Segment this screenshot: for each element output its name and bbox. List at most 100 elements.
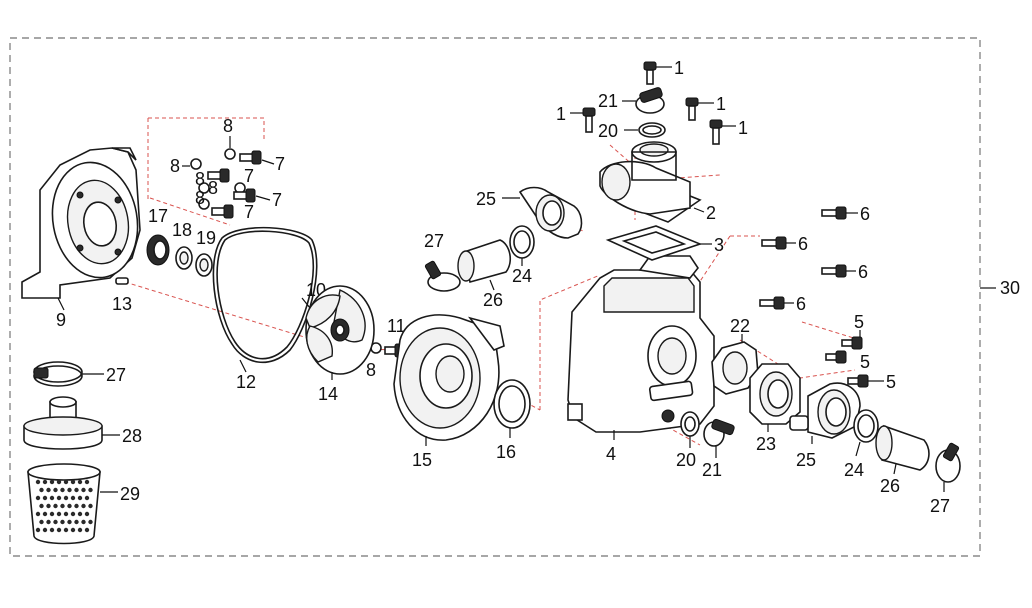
callout-13: 13: [112, 294, 132, 314]
strainer-hole: [46, 487, 51, 493]
strainer-hole: [67, 487, 72, 493]
drain-plug-part-21-top: [635, 87, 665, 114]
strainer-hole: [46, 519, 51, 525]
coupling-nut-part-25-top: [518, 186, 583, 239]
strainer-hole: [39, 503, 44, 509]
o-ring-part-12: [212, 226, 318, 364]
strainer-hole: [60, 503, 65, 509]
strainer-hole: [42, 527, 48, 533]
strainer-hole: [49, 527, 55, 533]
seal-ring-part-24-top: [509, 225, 535, 259]
callout-2: 2: [706, 203, 716, 223]
strainer-basket-part-29: [27, 463, 101, 545]
strainer-adapter-part-28: [23, 396, 103, 450]
strainer-hole: [77, 511, 83, 517]
strainer-hole: [77, 479, 83, 485]
callout-12: 12: [236, 372, 256, 392]
strainer-hole: [63, 511, 69, 517]
pin-part-13: [115, 277, 129, 285]
bolt-washer-group-7-8: [190, 148, 405, 358]
pump-housing-part-4: [567, 255, 715, 433]
callout-8d: 8: [208, 178, 218, 198]
strainer-hole: [42, 511, 48, 517]
strainer-hole: [84, 495, 90, 501]
strainer-hole: [84, 527, 90, 533]
strainer-hole: [49, 511, 55, 517]
strainer-hole: [63, 495, 69, 501]
flange-gasket-part-22: [711, 341, 759, 395]
callout-8c: 8: [195, 169, 205, 189]
callout-23: 23: [756, 434, 776, 454]
callout-30: 30: [1000, 278, 1020, 298]
callout-8a: 8: [223, 116, 233, 136]
strainer-hole: [56, 495, 62, 501]
callout-22: 22: [730, 316, 750, 336]
callout-9: 9: [56, 310, 66, 330]
callout-1b: 1: [556, 104, 566, 124]
callout-19: 19: [196, 228, 216, 248]
strainer-hole: [53, 519, 58, 525]
callout-5a: 5: [854, 312, 864, 332]
callout-8f: 8: [366, 360, 376, 380]
callout-21b: 21: [702, 460, 722, 480]
callout-6b: 6: [798, 234, 808, 254]
callout-28: 28: [122, 426, 142, 446]
strainer-hole: [88, 487, 93, 493]
strainer-hole: [88, 503, 93, 509]
callout-11: 11: [387, 316, 406, 336]
strainer-hole: [35, 495, 41, 501]
o-ring-part-20-bottom: [680, 411, 700, 437]
strainer-hole: [49, 495, 55, 501]
strainer-hole: [74, 487, 79, 493]
callout-1d: 1: [738, 118, 748, 138]
callout-14: 14: [318, 384, 338, 404]
strainer-hole: [70, 495, 76, 501]
coupling-nut-part-25-bottom: [789, 382, 861, 439]
callout-15: 15: [412, 450, 432, 470]
strainer-hole: [53, 487, 58, 493]
discharge-elbow-part-2: [599, 141, 702, 223]
strainer-hole: [56, 527, 62, 533]
callout-8b: 8: [170, 156, 180, 176]
strainer-hole: [70, 511, 76, 517]
strainer-hole: [53, 503, 58, 509]
callout-6c: 6: [858, 262, 868, 282]
strainer-hole: [77, 527, 83, 533]
assembly-frame: [9, 37, 981, 557]
callout-26a: 26: [483, 290, 503, 310]
callout-7d: 7: [244, 202, 254, 222]
strainer-hole: [60, 519, 65, 525]
strainer-hole: [42, 495, 48, 501]
callout-20a: 20: [598, 121, 618, 141]
callout-27a: 27: [424, 231, 444, 251]
hose-clamp-part-27-bottom: [935, 442, 961, 483]
callout-26b: 26: [880, 476, 900, 496]
callout-16: 16: [496, 442, 516, 462]
flange-part-23: [749, 363, 801, 425]
strainer-hole: [35, 511, 41, 517]
callout-7b: 7: [244, 166, 254, 186]
strainer-hole: [60, 487, 65, 493]
callout-21a: 21: [598, 91, 618, 111]
strainer-hole: [74, 503, 79, 509]
callout-1a: 1: [674, 58, 684, 78]
hose-tail-part-26-bottom: [875, 424, 930, 471]
volute-part-15: [393, 314, 505, 441]
seal-ring-part-19: [195, 253, 213, 277]
hose-clamp-part-27-top: [424, 260, 461, 292]
strainer-hole: [42, 479, 48, 485]
gasket-part-3: [605, 225, 703, 261]
callout-24b: 24: [844, 460, 864, 480]
callout-25a: 25: [476, 189, 496, 209]
callout-1c: 1: [716, 94, 726, 114]
strainer-hole: [77, 495, 83, 501]
callout-5c: 5: [886, 372, 896, 392]
mechanical-seal-part-17: [146, 234, 170, 266]
strainer-hole: [39, 519, 44, 525]
strainer-hole: [81, 503, 86, 509]
callout-7c: 7: [272, 190, 282, 210]
strainer-hole: [84, 511, 90, 517]
bolts-part-5: [825, 336, 869, 388]
impeller-part-14: [305, 285, 375, 375]
